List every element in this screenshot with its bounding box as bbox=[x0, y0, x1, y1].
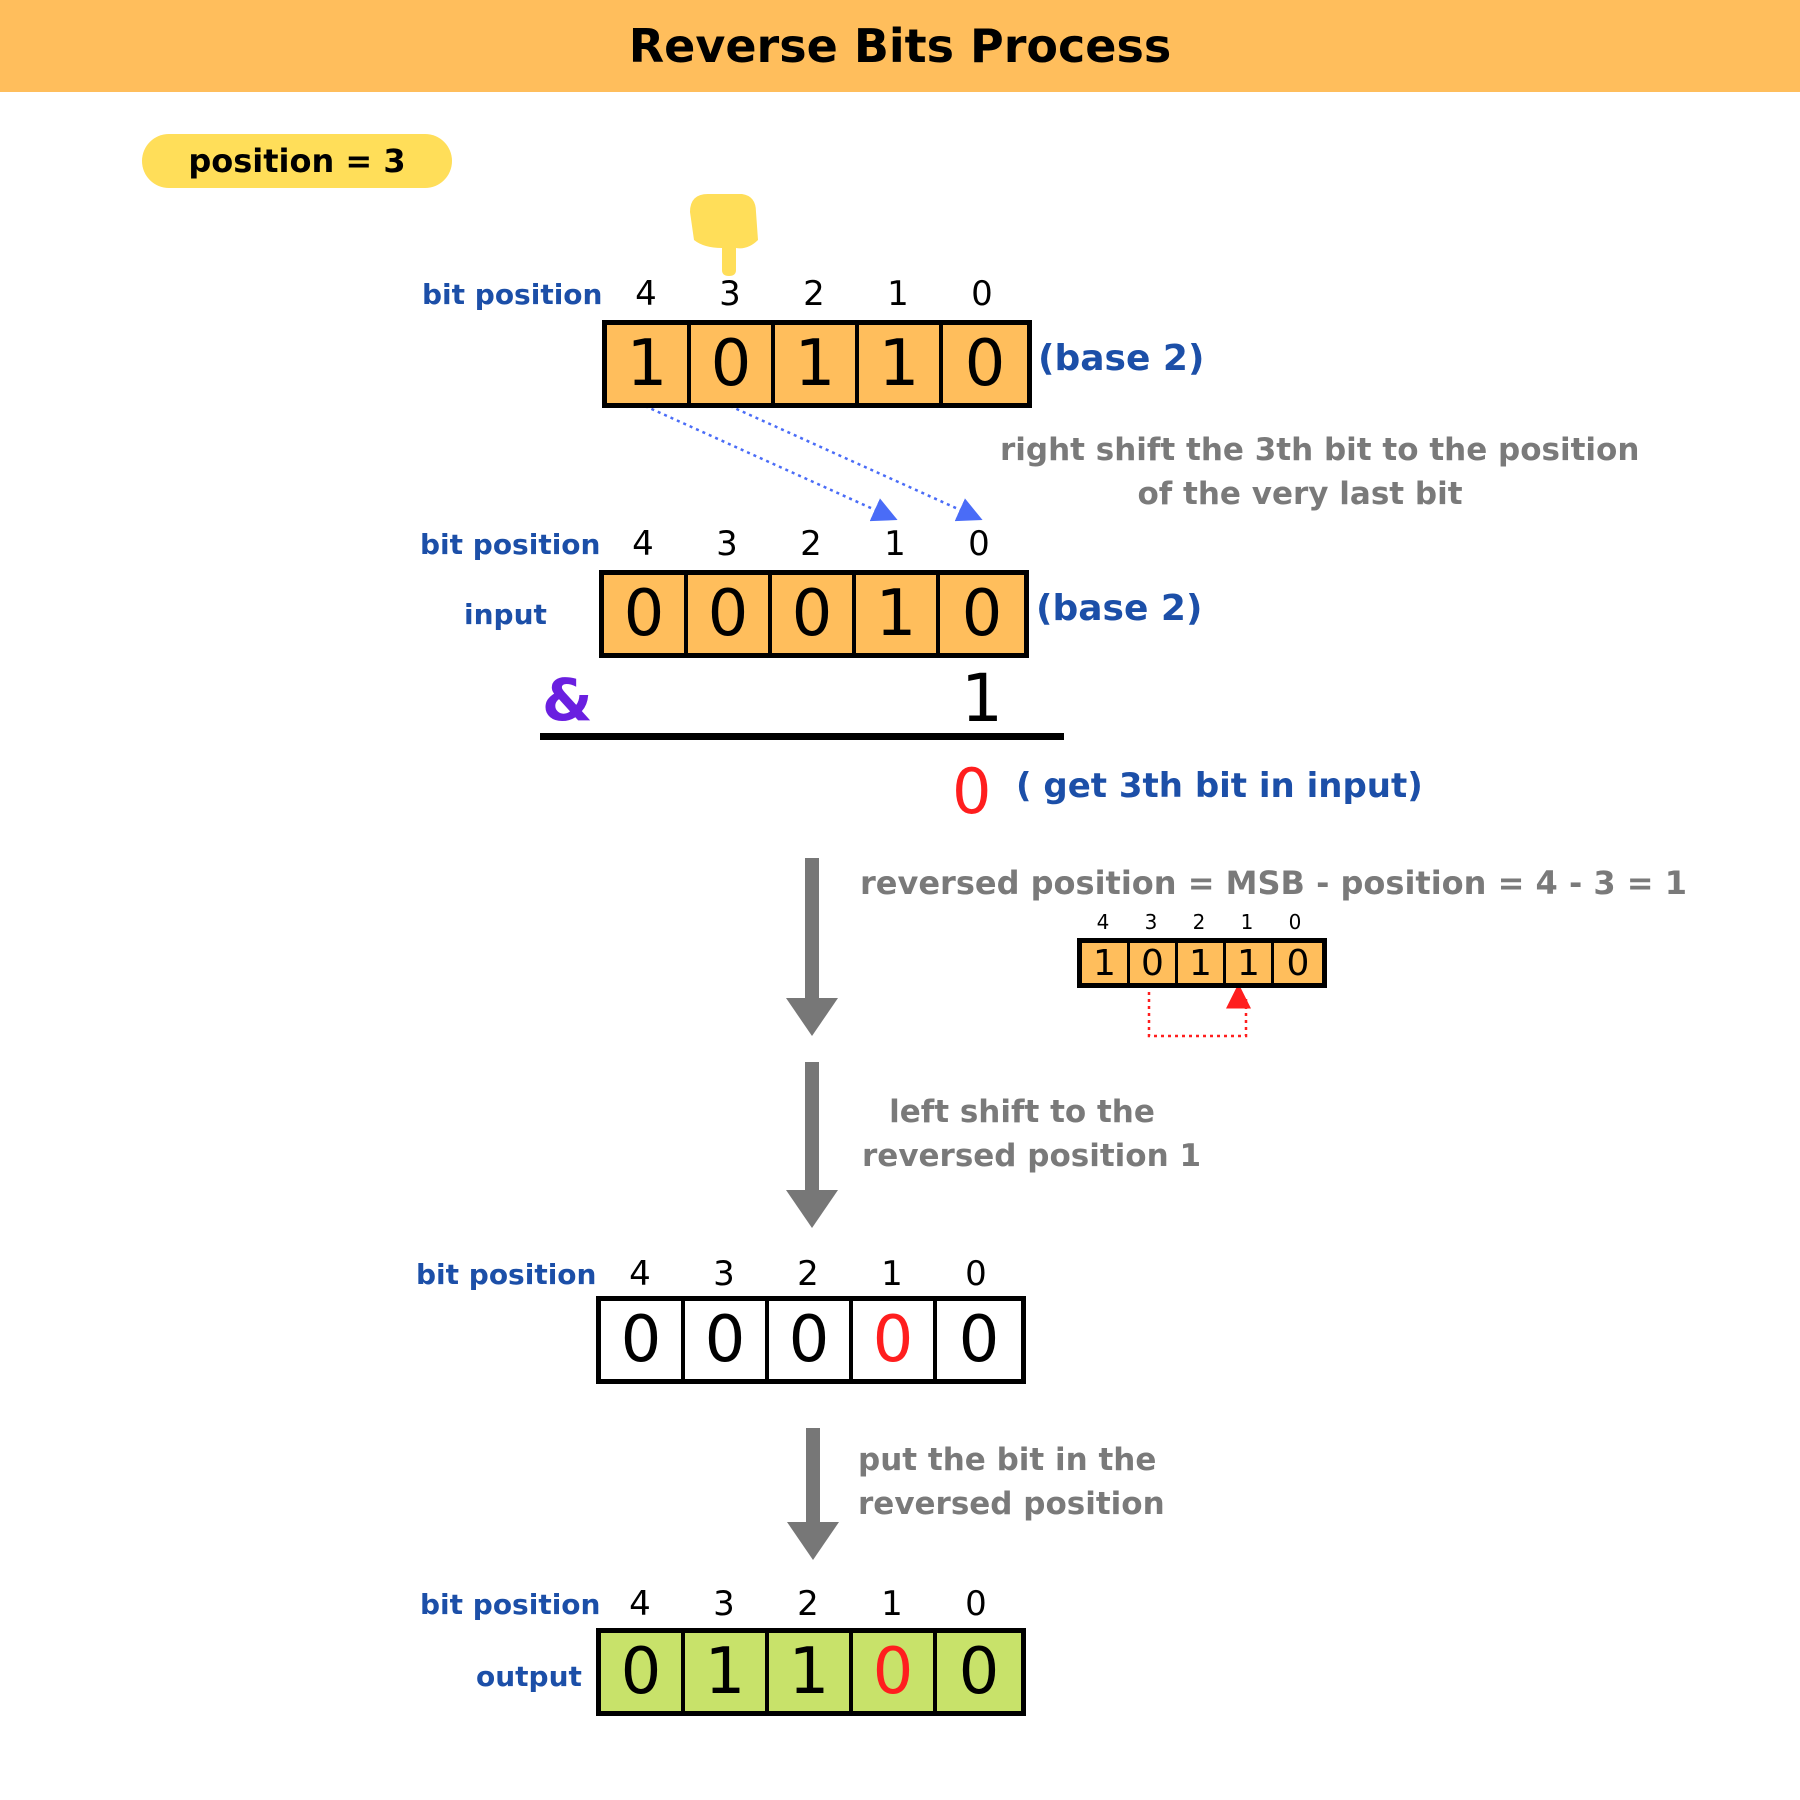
and-operator: & bbox=[542, 666, 593, 734]
bit-position-label: bit position bbox=[420, 528, 601, 561]
bit-cell: 0 bbox=[937, 1633, 1021, 1711]
bit-cell: 0 bbox=[943, 325, 1027, 403]
bit-index: 2 bbox=[800, 524, 822, 564]
bit-cell: 0 bbox=[601, 1301, 685, 1379]
note-put-line1: put the bit in the bbox=[858, 1442, 1157, 1478]
bit-index: 3 bbox=[716, 524, 738, 564]
bit-index: 1 bbox=[881, 1254, 903, 1294]
down-arrow-icon bbox=[787, 1428, 839, 1560]
base-label: (base 2) bbox=[1036, 588, 1203, 629]
down-arrow-icon bbox=[786, 858, 838, 1036]
bit-cell-highlight: 0 bbox=[853, 1633, 937, 1711]
mini-bit-index: 2 bbox=[1192, 910, 1206, 934]
bit-cell: 1 bbox=[685, 1633, 769, 1711]
output-label: output bbox=[476, 1660, 582, 1693]
bit-cell: 1 bbox=[859, 325, 943, 403]
note-right-shift-line2: of the very last bit bbox=[1137, 476, 1463, 512]
mini-bit-index: 3 bbox=[1144, 910, 1158, 934]
result-note: ( get 3th bit in input) bbox=[1016, 766, 1423, 806]
bit-cell: 1 bbox=[607, 325, 691, 403]
bit-index: 0 bbox=[971, 274, 993, 314]
shift-arrow-bit4 bbox=[644, 404, 898, 522]
mini-bit-cell: 1 bbox=[1082, 943, 1130, 984]
bit-index: 3 bbox=[719, 274, 741, 314]
mini-bit-row: 1 0 1 1 0 bbox=[1077, 938, 1327, 988]
bit-index: 3 bbox=[713, 1584, 735, 1624]
bit-row-original: 1 0 1 1 0 bbox=[602, 320, 1032, 408]
base-label: (base 2) bbox=[1038, 338, 1205, 379]
position-badge-text: position = 3 bbox=[188, 142, 406, 180]
bit-cell: 0 bbox=[601, 1633, 685, 1711]
bit-index: 0 bbox=[968, 524, 990, 564]
position-badge: position = 3 bbox=[142, 134, 452, 188]
bit-position-label: bit position bbox=[420, 1588, 601, 1621]
shift-arrow-bit3 bbox=[729, 404, 983, 522]
bit-index: 4 bbox=[635, 274, 657, 314]
bit-cell: 0 bbox=[772, 575, 856, 653]
note-right-shift-line1: right shift the 3th bit to the position bbox=[1000, 432, 1640, 468]
bit-index: 2 bbox=[797, 1254, 819, 1294]
bit-cell: 0 bbox=[691, 325, 775, 403]
page-title: Reverse Bits Process bbox=[628, 19, 1172, 73]
bit-cell: 0 bbox=[769, 1301, 853, 1379]
bit-index: 2 bbox=[803, 274, 825, 314]
mini-bit-cell: 0 bbox=[1274, 943, 1322, 984]
mini-bit-cell: 1 bbox=[1178, 943, 1226, 984]
bit-index: 4 bbox=[632, 524, 654, 564]
mini-bit-cell: 0 bbox=[1130, 943, 1178, 984]
bit-row-shifted: 0 0 0 0 0 bbox=[596, 1296, 1026, 1384]
bit-row-input: 0 0 0 1 0 bbox=[599, 570, 1029, 658]
mini-bit-index: 1 bbox=[1240, 910, 1254, 934]
bit-cell: 1 bbox=[775, 325, 859, 403]
bit-index: 4 bbox=[629, 1254, 651, 1294]
note-left-shift-line1: left shift to the bbox=[889, 1094, 1155, 1130]
bit-position-label: bit position bbox=[416, 1258, 597, 1291]
note-put-line2: reversed position bbox=[858, 1486, 1165, 1522]
header-bar bbox=[0, 0, 1800, 92]
pointing-hand-icon bbox=[690, 194, 758, 276]
bit-index: 4 bbox=[629, 1584, 651, 1624]
note-left-shift-line2: reversed position 1 bbox=[862, 1138, 1202, 1174]
result-rule bbox=[540, 733, 1064, 740]
bit-index: 2 bbox=[797, 1584, 819, 1624]
bit-cell: 0 bbox=[685, 1301, 769, 1379]
bit-cell: 0 bbox=[937, 1301, 1021, 1379]
mini-bit-index: 0 bbox=[1288, 910, 1302, 934]
note-reversed-position: reversed position = MSB - position = 4 -… bbox=[860, 864, 1687, 902]
down-arrow-icon bbox=[786, 1062, 838, 1228]
bit-index: 3 bbox=[713, 1254, 735, 1294]
bit-index: 1 bbox=[881, 1584, 903, 1624]
bit-cell: 0 bbox=[688, 575, 772, 653]
bit-cell-highlight: 0 bbox=[853, 1301, 937, 1379]
bit-index: 0 bbox=[965, 1254, 987, 1294]
and-operand: 1 bbox=[961, 660, 1003, 737]
bit-row-output: 0 1 1 0 0 bbox=[596, 1628, 1026, 1716]
bit-cell: 1 bbox=[856, 575, 940, 653]
bit-index: 1 bbox=[887, 274, 909, 314]
result-value: 0 bbox=[952, 755, 992, 828]
bit-position-label: bit position bbox=[422, 278, 603, 311]
input-label: input bbox=[464, 598, 547, 631]
bit-cell: 1 bbox=[769, 1633, 853, 1711]
mini-bit-index: 4 bbox=[1096, 910, 1110, 934]
bit-index: 1 bbox=[884, 524, 906, 564]
bit-cell: 0 bbox=[940, 575, 1024, 653]
bit-cell: 0 bbox=[604, 575, 688, 653]
reverse-mapping-arrow bbox=[1147, 983, 1251, 1038]
mini-bit-cell: 1 bbox=[1226, 943, 1274, 984]
bit-index: 0 bbox=[965, 1584, 987, 1624]
